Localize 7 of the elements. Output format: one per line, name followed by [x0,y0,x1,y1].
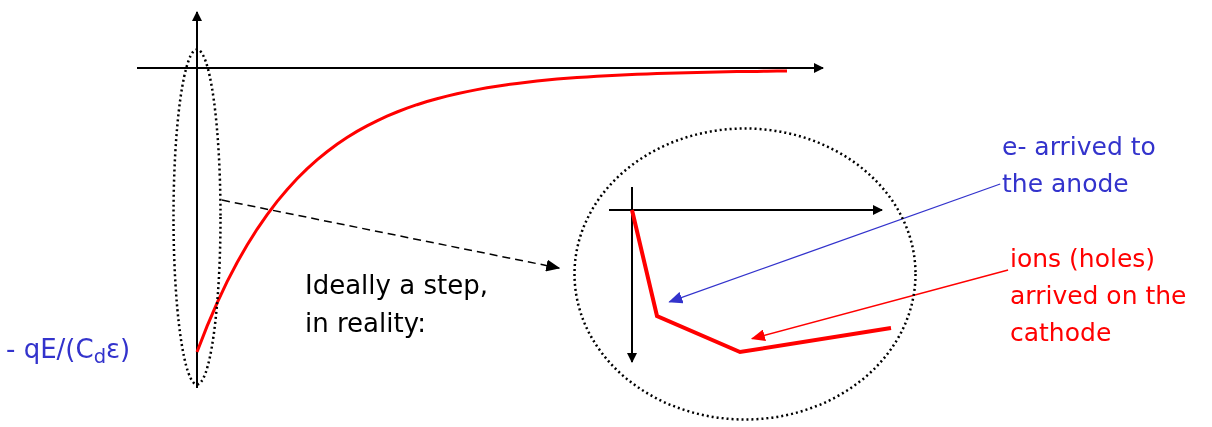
arrow [221,199,561,272]
annotation-text: ions (holes) arrived on the cathode [1010,243,1188,349]
formula-label: - qE/(C$_{d}$ε) [6,333,131,369]
note-text: Ideally a step, in reality: [305,269,489,340]
arrow [750,269,1009,342]
arrow [668,183,1001,304]
annotation-text: e- arrived to the anode [1002,131,1157,200]
